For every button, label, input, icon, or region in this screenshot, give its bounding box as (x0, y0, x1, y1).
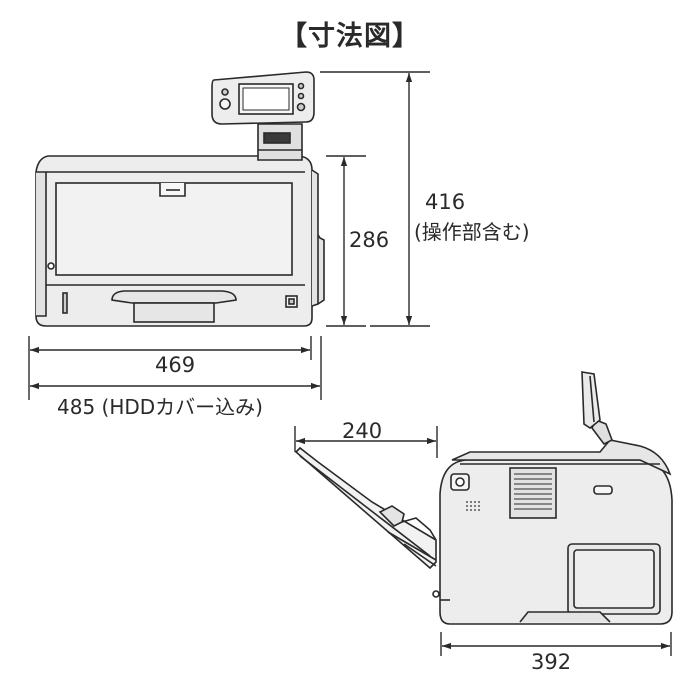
dimension-width-label: 469 (155, 353, 196, 377)
side-dimension-lines (294, 426, 672, 656)
diagram-title: 【寸法図】 (280, 21, 420, 52)
dimension-height-with-panel-note: (操作部含む) (414, 220, 530, 244)
front-operation-panel (211, 71, 315, 161)
dimension-depth-label: 392 (531, 650, 572, 674)
side-view-printer (294, 371, 673, 625)
front-dimension-lines (28, 71, 430, 400)
front-view-printer (35, 155, 325, 327)
dimension-height-label: 286 (349, 228, 390, 252)
dimension-height-with-panel-label: 416 (425, 190, 466, 214)
dimension-tray-extension-label: 240 (342, 419, 383, 443)
dimension-width-with-cover-label: 485 (HDDカバー込み) (57, 395, 263, 419)
